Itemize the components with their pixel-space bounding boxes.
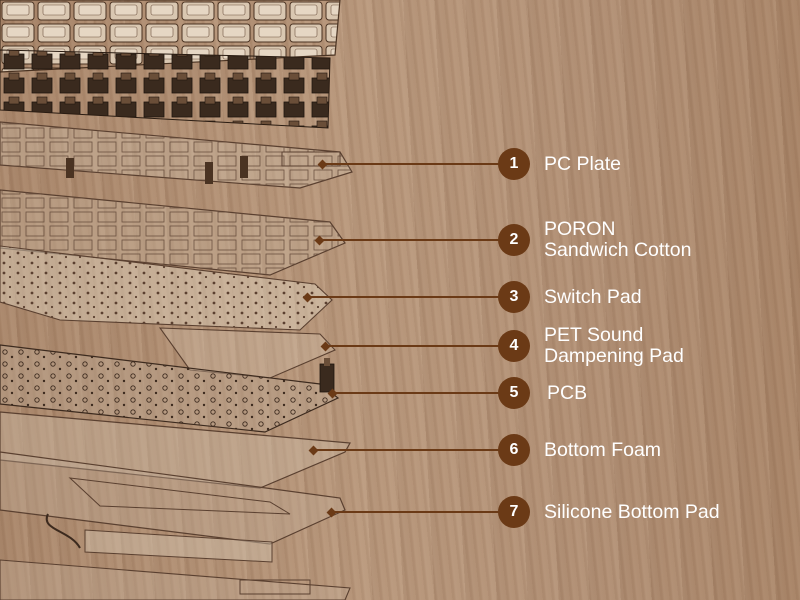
callout-pcb: 5 PCB: [498, 376, 587, 410]
callout-label: PC Plate: [544, 152, 621, 175]
callout-poron-sandwich-cotton: 2 PORON Sandwich Cotton: [498, 219, 691, 261]
silicone-bottom-pad-layer: [0, 451, 351, 600]
switch-pad-layer: [0, 245, 333, 331]
label-line: Dampening Pad: [544, 345, 684, 367]
label-line: PC Plate: [544, 152, 621, 175]
pc-plate-layer: [0, 121, 353, 189]
callout-number-badge: 7: [498, 496, 530, 528]
label-line: PET Sound: [544, 324, 644, 346]
label-line: PORON: [544, 218, 616, 240]
leader-marker-2: [314, 235, 325, 246]
callout-pet-sound-dampening-pad: 4 PET Sound Dampening Pad: [498, 325, 684, 367]
callout-silicone-bottom-pad: 7 Silicone Bottom Pad: [498, 495, 720, 529]
callout-label: Silicone Bottom Pad: [544, 500, 720, 523]
leader-lines: [302, 159, 500, 518]
callout-number-badge: 5: [498, 377, 530, 409]
callout-label: PORON Sandwich Cotton: [544, 219, 691, 261]
leader-marker-3: [302, 292, 313, 303]
leader-marker-1: [317, 159, 328, 170]
callout-pc-plate: 1 PC Plate: [498, 147, 621, 181]
callout-label: Switch Pad: [544, 285, 642, 308]
callout-number-badge: 1: [498, 148, 530, 180]
label-line: Switch Pad: [544, 285, 642, 308]
leader-marker-7: [326, 507, 337, 518]
callout-switch-pad: 3 Switch Pad: [498, 280, 642, 314]
pet-sound-dampening-pad-layer: [158, 327, 336, 379]
pcb-layer: [0, 344, 340, 433]
callout-number-badge: 6: [498, 434, 530, 466]
callout-label: Bottom Foam: [544, 438, 662, 461]
bottom-foam-layer: [0, 411, 351, 489]
callout-label: PET Sound Dampening Pad: [544, 325, 684, 367]
label-line: Sandwich Cotton: [544, 239, 692, 261]
label-line: Silicone Bottom Pad: [544, 500, 720, 523]
poron-sandwich-cotton-layer: [0, 189, 346, 276]
switches-layer: [0, 49, 331, 129]
leader-marker-4: [320, 341, 331, 352]
callout-label: PCB: [547, 381, 588, 404]
leader-marker-5: [327, 388, 338, 399]
callout-number-badge: 4: [498, 330, 530, 362]
callout-number-badge: 3: [498, 281, 530, 313]
callout-bottom-foam: 6 Bottom Foam: [498, 433, 661, 467]
label-line: PCB: [547, 381, 588, 404]
label-line: Bottom Foam: [544, 438, 662, 461]
callout-number-badge: 2: [498, 224, 530, 256]
leader-marker-6: [308, 445, 319, 456]
